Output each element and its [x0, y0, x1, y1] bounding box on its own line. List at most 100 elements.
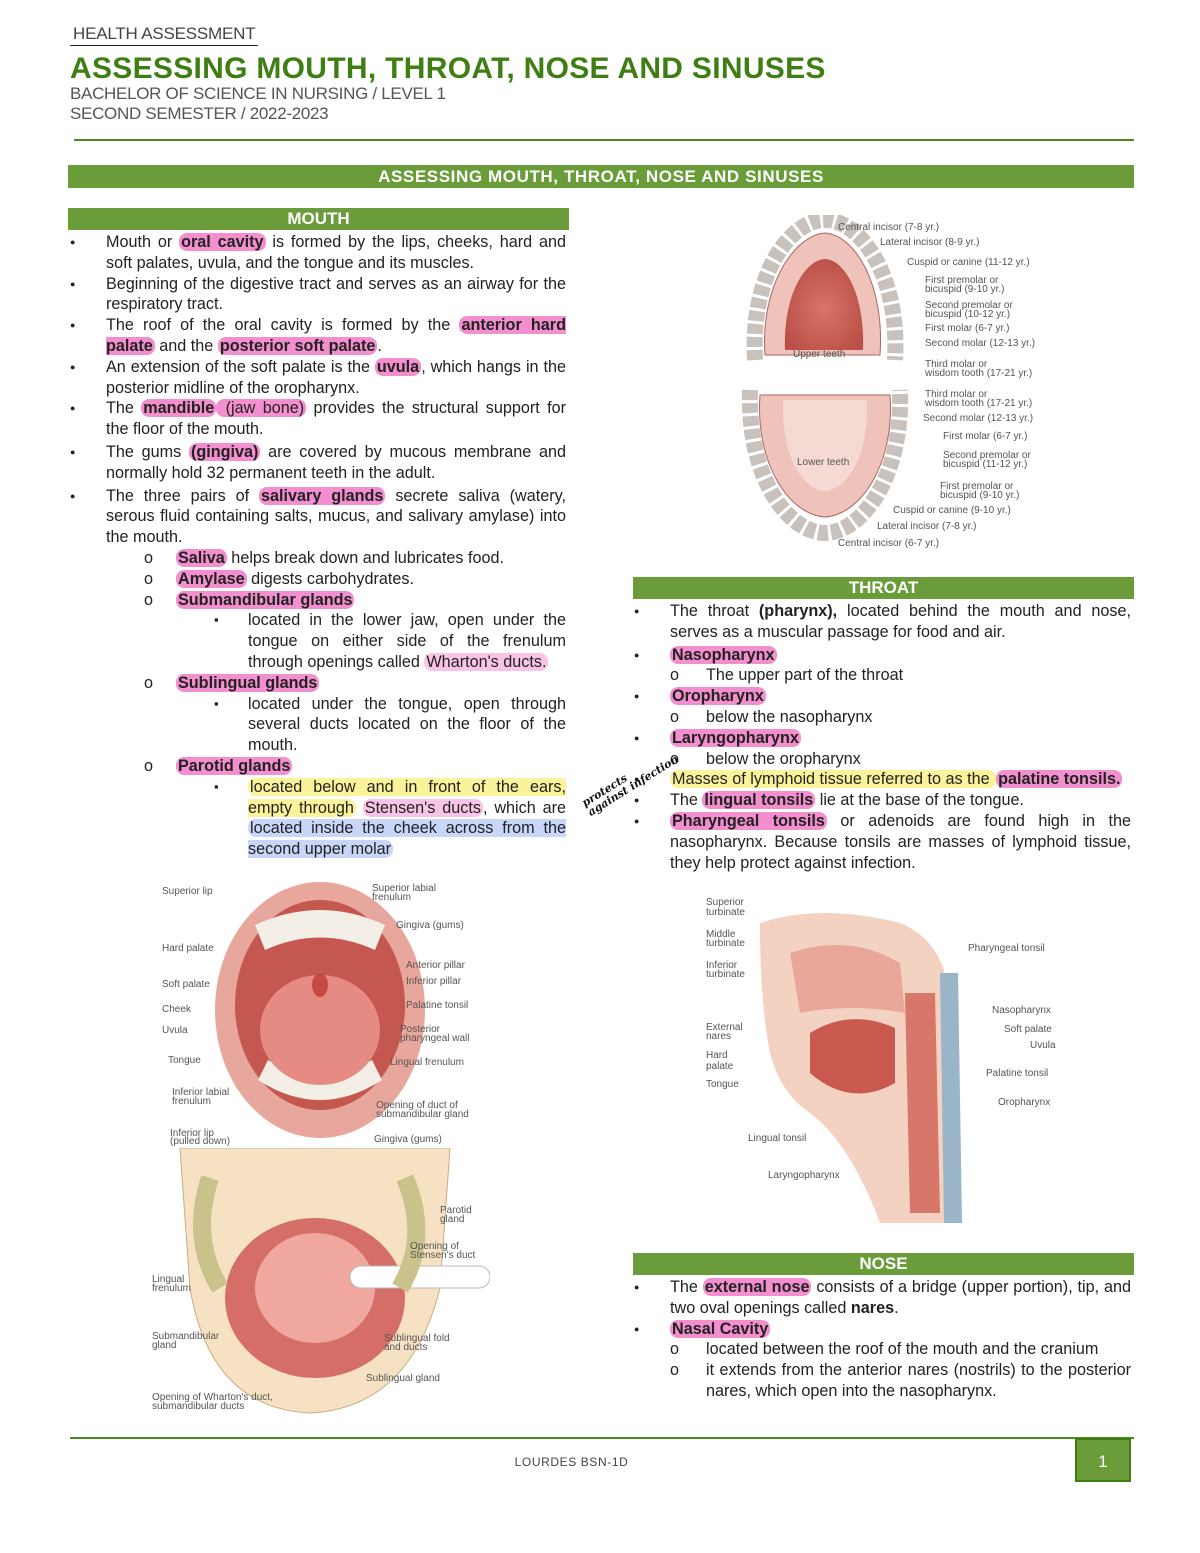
footer-author: LOURDES BSN-1D — [514, 1455, 629, 1469]
sagittal-figure-label: Palatine tonsil — [986, 1068, 1048, 1079]
course-tag: HEALTH ASSESSMENT — [70, 24, 259, 46]
mouth-bullet: The mandible (jaw bone) provides the str… — [70, 398, 566, 440]
teeth-label: First premolar or — [940, 481, 1014, 492]
mouth-figure-label: pharyngeal wall — [400, 1033, 470, 1044]
throat-bullet: Pharyngeal tonsils or adenoids are found… — [634, 811, 1131, 873]
mouth-subsubitem: located under the tongue, open through s… — [70, 694, 566, 756]
teeth-label: First molar (6-7 yr.) — [925, 323, 1009, 334]
teeth-label: Third molar or — [925, 359, 988, 370]
mouth-figure-label: Gingiva (gums) — [374, 1134, 442, 1145]
nose-subitem: it extends from the anterior nares (nost… — [634, 1360, 1131, 1402]
glands-figure-label: Opening of Wharton's duct, — [152, 1392, 273, 1403]
nose-text: The external nose consists of a bridge (… — [634, 1277, 1131, 1402]
throat-subitem: below the nasopharynx — [634, 707, 1131, 728]
mouth-bullet: The three pairs of salivary glands secre… — [70, 486, 566, 548]
nose-subitem: located between the roof of the mouth an… — [634, 1339, 1131, 1360]
section-banner: ASSESSING MOUTH, THROAT, NOSE AND SINUSE… — [68, 165, 1134, 188]
sagittal-figure-label: turbinate — [706, 969, 745, 980]
mouth-subitem: Submandibular glands — [70, 590, 566, 611]
teeth-label: bicuspid (9-10 yr.) — [940, 490, 1019, 501]
mouth-subsubitem: located below and in front of the ears, … — [70, 777, 566, 860]
sagittal-figure-label: Superior — [706, 897, 744, 908]
glands-figure-label: gland — [152, 1340, 176, 1351]
sagittal-figure-label: Middle — [706, 929, 736, 940]
glands-figure-label: and ducts — [384, 1342, 427, 1353]
throat-heading: THROAT — [633, 577, 1134, 599]
teeth-label: bicuspid (11-12 yr.) — [943, 459, 1027, 470]
mouth-figure-label: Inferior pillar — [406, 976, 462, 987]
mouth-figure-label: Tongue — [168, 1055, 201, 1066]
glands-figure-label: Parotid — [440, 1205, 472, 1216]
mouth-figure-label: Soft palate — [162, 979, 210, 990]
glands-figure-label: Submandibular — [152, 1331, 220, 1342]
mouth-figure-label: frenulum — [372, 892, 411, 903]
page-title: ASSESSING MOUTH, THROAT, NOSE AND SINUSE… — [70, 52, 826, 85]
teeth-label: Cuspid or canine (11-12 yr.) — [907, 257, 1030, 268]
mouth-figure-label: Superior lip — [162, 886, 213, 897]
nose-heading: NOSE — [633, 1253, 1134, 1275]
glands-figure-label: Lingual — [152, 1274, 184, 1285]
throat-text: The throat (pharynx), located behind the… — [634, 601, 1131, 873]
mouth-text: Mouth or oral cavity is formed by the li… — [70, 232, 566, 860]
mouth-bullet: An extension of the soft palate is the u… — [70, 357, 566, 399]
throat-bullet: The lingual tonsils lie at the base of t… — [634, 790, 1131, 811]
teeth-label: Central incisor (7-8 yr.) — [838, 222, 939, 233]
throat-subitem: below the oropharynx — [634, 749, 1131, 770]
sagittal-figure-label: nares — [706, 1031, 731, 1042]
throat-bullet: Laryngopharynx — [634, 728, 1131, 749]
page-number: 1 — [1075, 1438, 1131, 1482]
mouth-figure-label: Palatine tonsil — [406, 1000, 468, 1011]
glands-figure-label: frenulum — [152, 1283, 191, 1294]
sagittal-figure-label: External — [706, 1022, 743, 1033]
teeth-label: Central incisor (6-7 yr.) — [838, 538, 939, 549]
teeth-label: bicuspid (10-12 yr.) — [925, 309, 1010, 320]
sagittal-figure-label: Oropharynx — [998, 1097, 1050, 1108]
mouth-bullet: The gums (gingiva) are covered by mucous… — [70, 442, 566, 484]
mouth-figure-label: Inferior lip — [170, 1128, 214, 1139]
throat-bullet: Masses of lymphoid tissue referred to as… — [634, 769, 1131, 790]
mouth-bullet: The roof of the oral cavity is formed by… — [70, 315, 566, 357]
mouth-subitem: Parotid glands — [70, 756, 566, 777]
teeth-label: wisdom tooth (17-21 yr.) — [924, 398, 1032, 409]
mouth-figure-label: Cheek — [162, 1004, 192, 1015]
teeth-label: Lateral incisor (8-9 yr.) — [880, 237, 979, 248]
teeth-label: Second premolar or — [943, 450, 1031, 461]
sagittal-figure-label: Laryngopharynx — [768, 1170, 840, 1181]
upper-teeth-label: Upper teeth — [793, 349, 845, 360]
teeth-label: First premolar or — [925, 275, 999, 286]
glands-figure-label: Stensen's duct — [410, 1250, 476, 1261]
sagittal-figure-label: Lingual tonsil — [748, 1133, 806, 1144]
mouth-figure-label: Superior labial — [372, 883, 436, 894]
teeth-label: First molar (6-7 yr.) — [943, 431, 1027, 442]
sagittal-figure-label: Nasopharynx — [992, 1005, 1051, 1016]
sagittal-figure-label: Soft palate — [1004, 1024, 1052, 1035]
nose-bullet: Nasal Cavity — [634, 1319, 1131, 1340]
mouth-figure-label: Opening of duct of — [376, 1100, 458, 1111]
mouth-figure-label: submandibular gland — [376, 1109, 469, 1120]
footer-divider — [70, 1437, 1134, 1439]
mouth-figure-label: Uvula — [162, 1025, 188, 1036]
sagittal-figure-label: Hard — [706, 1050, 728, 1061]
mouth-bullet: Beginning of the digestive tract and ser… — [70, 274, 566, 316]
mouth-subitem: Amylase digests carbohydrates. — [70, 569, 566, 590]
throat-bullet: The throat (pharynx), located behind the… — [634, 601, 1131, 643]
teeth-label: Third molar or — [925, 389, 988, 400]
sagittal-figure-label: turbinate — [706, 938, 745, 949]
mouth-figure-label: Anterior pillar — [406, 960, 466, 971]
mouth-figure-label: Posterior — [400, 1024, 441, 1035]
glands-figure-label: Sublingual gland — [366, 1373, 440, 1384]
sagittal-figure-label: Pharyngeal tonsil — [968, 943, 1045, 954]
teeth-figure: Upper teeth Lower teeth Central incisor … — [735, 215, 1065, 555]
program-line: BACHELOR OF SCIENCE IN NURSING / LEVEL 1 — [70, 84, 446, 103]
lower-teeth-label: Lower teeth — [797, 457, 849, 468]
mouth-subsubitem: located in the lower jaw, open under the… — [70, 610, 566, 672]
nose-bullet: The external nose consists of a bridge (… — [634, 1277, 1131, 1319]
mouth-heading: MOUTH — [68, 208, 569, 230]
semester-line: SECOND SEMESTER / 2022-2023 — [70, 104, 329, 123]
sagittal-figure-label: Tongue — [706, 1079, 739, 1090]
mouth-figure-label: frenulum — [172, 1096, 211, 1107]
sagittal-figure-label: palate — [706, 1061, 734, 1072]
